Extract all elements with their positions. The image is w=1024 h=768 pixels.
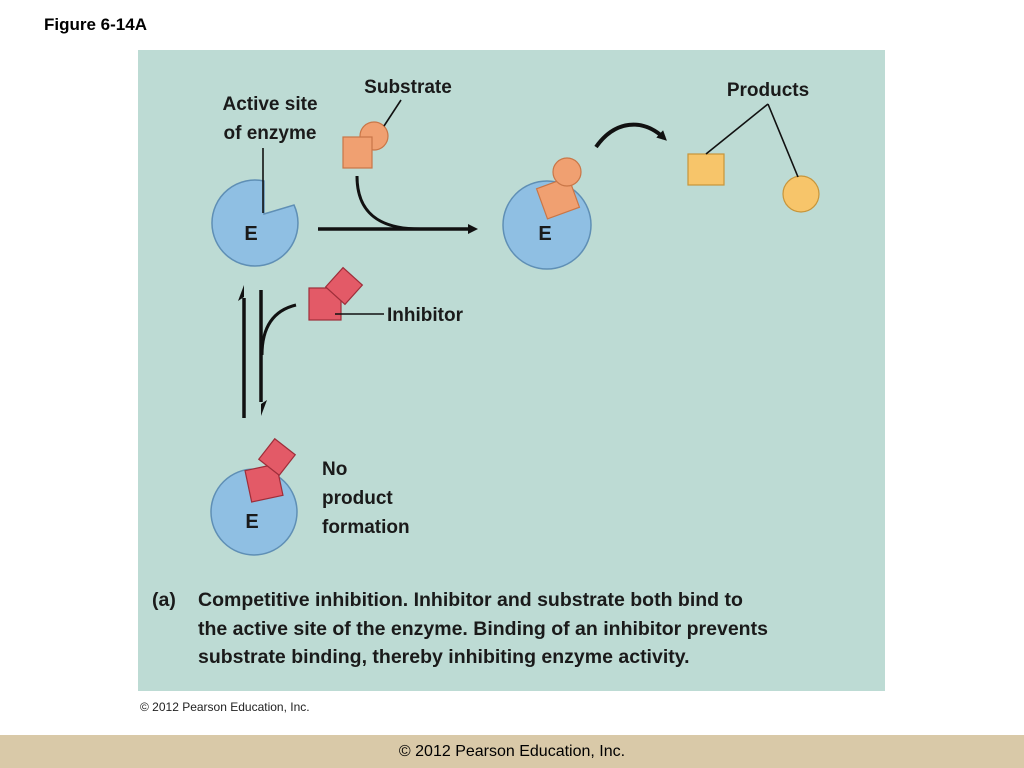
caption-line2: the active site of the enzyme. Binding o…	[198, 617, 768, 640]
complex-enzyme-label: E	[538, 223, 551, 245]
figure-title: Figure 6-14A	[44, 15, 147, 34]
products-pointer-right	[767, 103, 799, 178]
equilibrium-down-head	[261, 400, 267, 416]
no-product-line2: product	[322, 488, 393, 509]
substrate-label: Substrate	[364, 77, 452, 98]
product-release-arrow	[594, 122, 667, 149]
figure-caption: (a) Competitive inhibition. Inhibitor an…	[152, 586, 852, 672]
caption-line1: Inhibitor and substrate both bind to	[408, 589, 743, 611]
no-product-line1: No	[322, 459, 347, 480]
caption-tag: (a)	[152, 589, 176, 611]
inhibited-enzyme-label: E	[245, 511, 258, 533]
products-pointer-left	[705, 103, 769, 155]
substrate-pointer	[383, 99, 402, 127]
products-label: Products	[727, 80, 809, 101]
inhibitor-binding-curve	[260, 303, 297, 356]
enzyme-label: E	[244, 223, 257, 245]
product-circle	[782, 175, 820, 213]
enzyme-substrate-complex: E	[502, 157, 592, 270]
footer-bar: © 2012 Pearson Education, Inc.	[0, 735, 1024, 768]
substrate-binding-curve	[355, 175, 421, 231]
active-site-label-line1: Active site	[222, 94, 317, 115]
footer-text: © 2012 Pearson Education, Inc.	[398, 743, 626, 760]
enzyme-free: E	[211, 179, 299, 267]
inhibitor-label: Inhibitor	[387, 305, 464, 326]
caption-line3: substrate binding, thereby inhibiting en…	[198, 646, 690, 668]
product-square	[687, 153, 725, 186]
caption-title: Competitive inhibition.	[198, 589, 409, 611]
caption-body: Competitive inhibition. Inhibitor and su…	[198, 586, 852, 672]
no-product-line3: formation	[322, 517, 410, 538]
substrate-shape	[342, 121, 389, 169]
active-site-label-line2: of enzyme	[224, 123, 317, 144]
enzyme-inhibitor-complex: E	[210, 437, 298, 556]
credit-line: © 2012 Pearson Education, Inc.	[140, 700, 310, 714]
equilibrium-up-head	[238, 285, 244, 301]
inhibitor-shape	[308, 266, 364, 321]
